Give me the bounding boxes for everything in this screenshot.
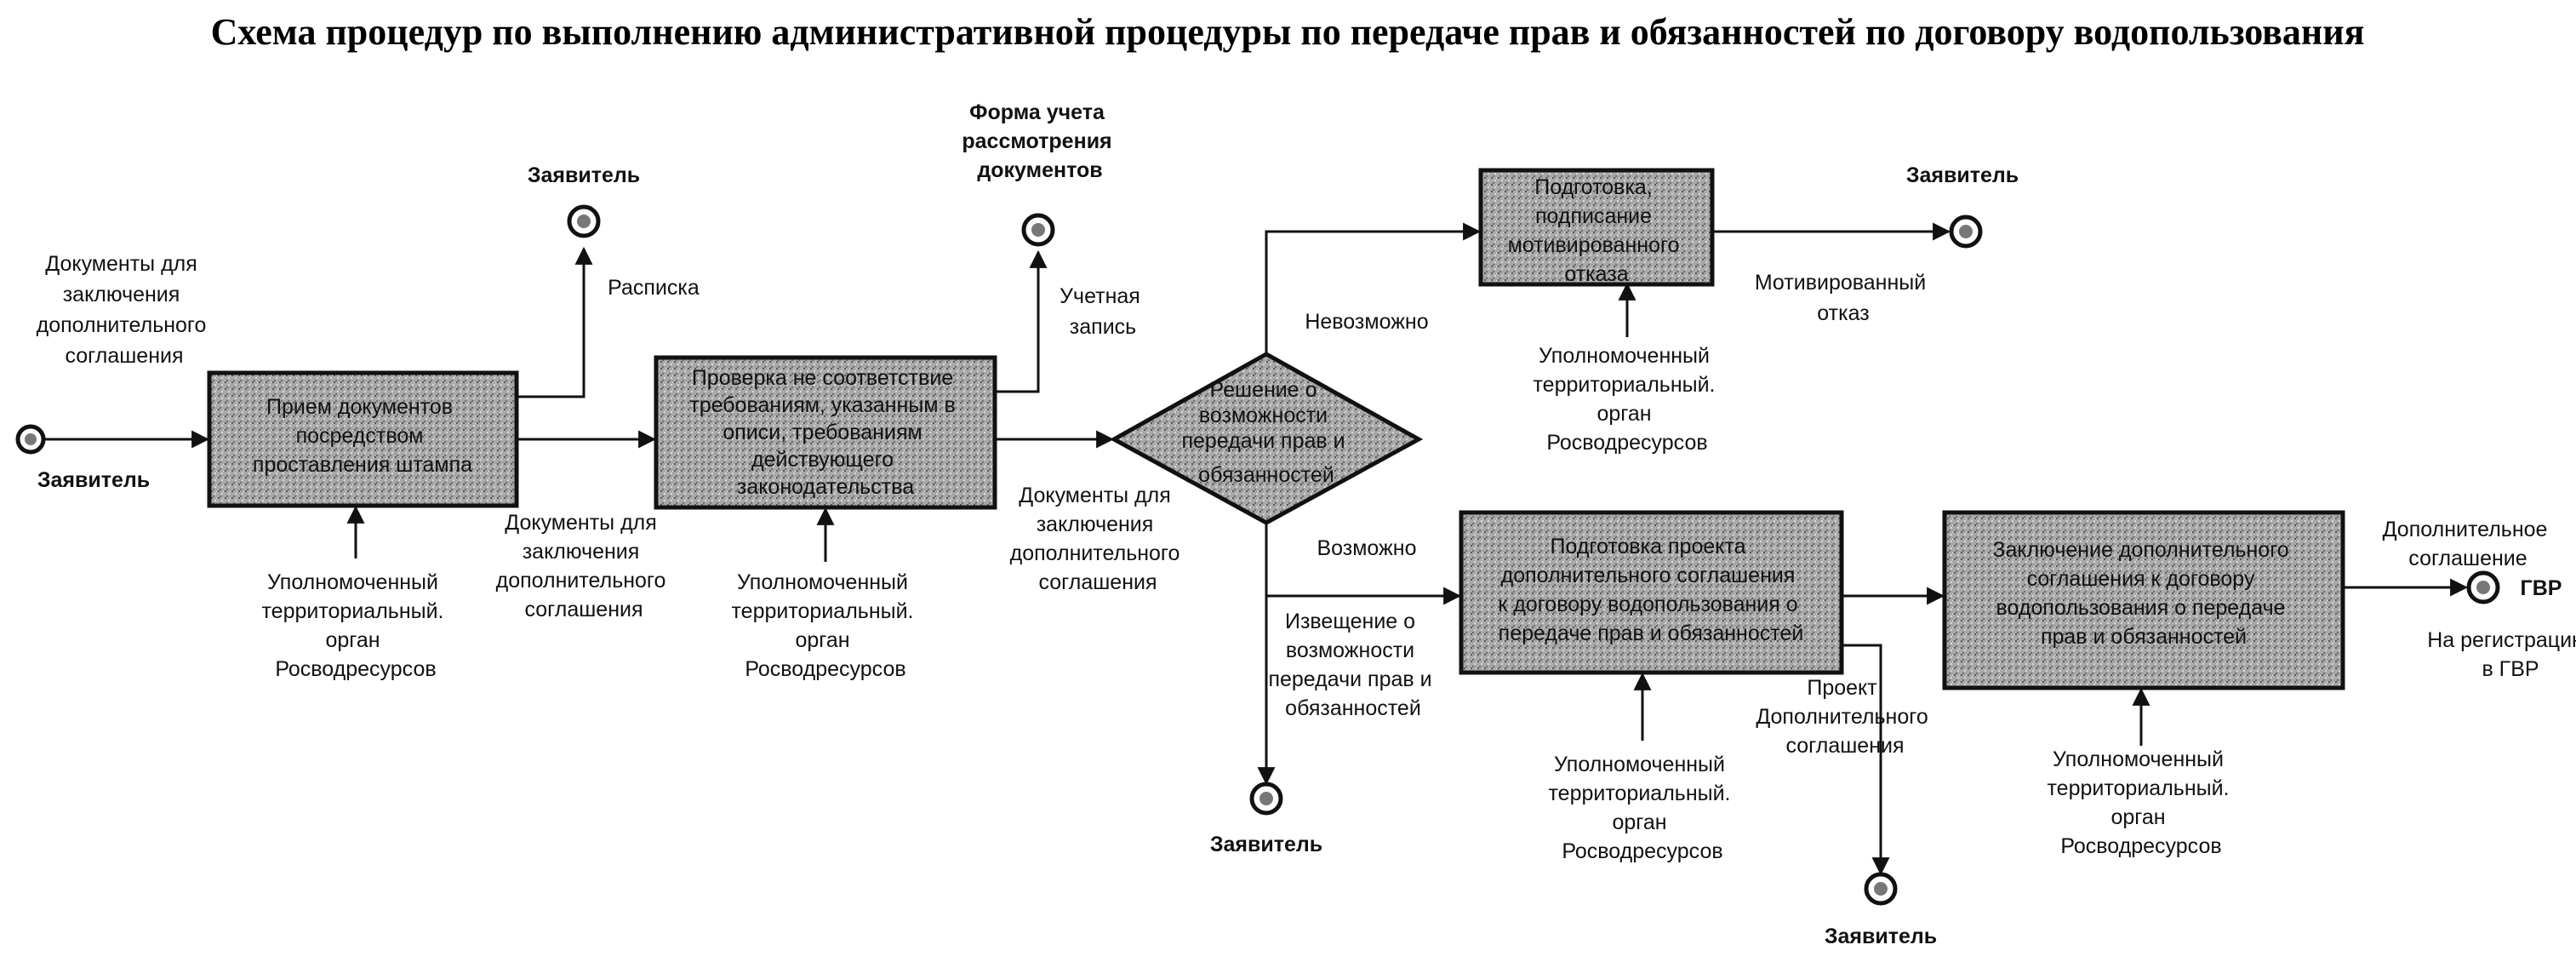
label-na-registraciyu: На регистрацию в ГВР xyxy=(2427,628,2576,681)
label-raspiska: Расписка xyxy=(608,276,700,300)
terminal-zayavitel-left xyxy=(15,424,46,455)
terminal-gvr xyxy=(2466,570,2500,604)
box-otkaz: Подготовка, подписание мотивированного о… xyxy=(1478,168,1715,287)
box-priem-text: Прием документов посредством проставлени… xyxy=(253,395,472,477)
label-zayavitel-bottom1: Заявитель xyxy=(1210,833,1322,856)
label-organ-5: Уполномоченный территориальный. орган Ро… xyxy=(2048,747,2236,858)
box-priem-dokumentov: Прием документов посредством проставлени… xyxy=(207,370,519,508)
box-proekt: Подготовка проекта дополнительного согла… xyxy=(1459,510,1844,675)
decision-reshenie-text: Решение о возможности передачи прав и об… xyxy=(1181,378,1351,487)
label-nevozmozhno: Невозможно xyxy=(1305,310,1428,334)
label-forma-ucheta: Форма учета рассмотрения документов xyxy=(962,100,1117,182)
box-otkaz-text: Подготовка, подписание мотивированного о… xyxy=(1508,175,1686,286)
arrow-nevozmozhno xyxy=(1265,222,1482,354)
label-zayavitel-bottom2: Заявитель xyxy=(1825,925,1937,948)
terminal-forma-ucheta xyxy=(1021,213,1055,247)
box-zaklyuchenie: Заключение дополнительного соглашения к … xyxy=(1942,510,2345,690)
label-zayavitel-top2: Заявитель xyxy=(1906,163,2019,187)
label-izveshenie: Извещение о возможности передачи прав и … xyxy=(1268,610,1437,720)
box-proekt-text: Подготовка проекта дополнительного согла… xyxy=(1498,535,1803,645)
terminal-zayavitel-top1 xyxy=(567,204,601,238)
label-uchet: Учетная запись xyxy=(1060,284,1146,339)
label-dop-soglashenie: Дополнительное соглашение xyxy=(2383,518,2554,570)
label-docs-mid2: Документы для заключения дополнительного… xyxy=(1010,484,1186,594)
arrow-uchet xyxy=(995,249,1048,393)
label-zayavitel-top1: Заявитель xyxy=(528,163,640,187)
terminal-zayavitel-bottom2 xyxy=(1864,872,1898,906)
label-zayavitel-left: Заявитель xyxy=(37,468,150,492)
connectors xyxy=(44,222,2469,876)
label-organ-1: Уполномоченный территориальный. орган Ро… xyxy=(262,570,450,681)
label-docs-input: Документы для заключения дополнительного… xyxy=(37,252,213,368)
terminal-zayavitel-top2 xyxy=(1949,215,1983,249)
diagram-title: Схема процедур по выполнению администрат… xyxy=(211,11,2365,53)
label-organ-3: Уполномоченный территориальный. орган Ро… xyxy=(1534,344,1722,455)
box-zaklyuchenie-text: Заключение дополнительного соглашения к … xyxy=(1992,538,2294,649)
box-proverka: Проверка не соответствие требованиям, ук… xyxy=(654,355,997,510)
label-motiv-otkaz: Мотивированный отказ xyxy=(1755,271,1932,325)
box-proverka-text: Проверка не соответствие требованиям, ук… xyxy=(689,366,961,499)
label-organ-2: Уполномоченный территориальный. орган Ро… xyxy=(732,570,920,681)
arrow-raspiska xyxy=(517,246,593,398)
label-organ-4: Уполномоченный территориальный. орган Ро… xyxy=(1549,753,1737,863)
arrow-proekt-to-zayavitel xyxy=(1842,644,1890,876)
label-proekt: Проект Дополнительного соглашения xyxy=(1756,676,1933,758)
decision-reshenie: Решение о возможности передачи прав и об… xyxy=(1109,352,1424,525)
terminal-zayavitel-bottom1 xyxy=(1249,782,1283,816)
label-docs-mid1: Документы для заключения дополнительного… xyxy=(496,511,672,621)
label-gvr: ГВР xyxy=(2521,576,2562,600)
label-vozmozhno: Возможно xyxy=(1317,536,1416,560)
